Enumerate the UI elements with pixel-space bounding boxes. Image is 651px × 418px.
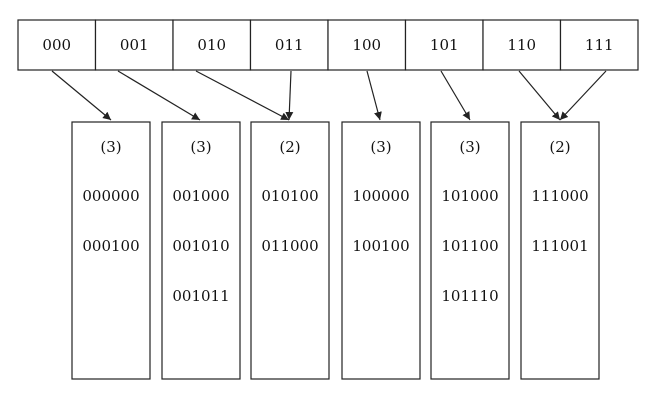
pointer-arrow: [195, 70, 290, 121]
bucket-entry: 100000: [352, 187, 409, 205]
directory-cell-box: [482, 19, 562, 71]
directory-cell-label: 010: [197, 36, 226, 54]
pointer-arrow: [117, 70, 201, 121]
directory-cell: 000: [17, 19, 97, 71]
bucket-entry: 000100: [82, 237, 139, 255]
pointer-layer: [51, 70, 607, 121]
bucket-local-depth: (3): [370, 138, 391, 156]
bucket-local-depth: (2): [549, 138, 570, 156]
bucket-box: [341, 121, 421, 380]
bucket-entry: 111001: [531, 237, 588, 255]
directory-cell-label: 110: [507, 36, 536, 54]
bucket-local-depth: (2): [279, 138, 300, 156]
bucket-box: [430, 121, 510, 380]
directory-cell: 101: [404, 19, 484, 71]
bucket-entry: 000000: [82, 187, 139, 205]
pointer-arrow: [559, 70, 607, 121]
bucket-entry: 011000: [261, 237, 318, 255]
bucket: (3) 100000 100100: [341, 121, 421, 380]
bucket-entry: 101100: [441, 237, 498, 255]
directory-cell-box: [559, 19, 639, 71]
bucket-box: [71, 121, 151, 380]
bucket-entry: 001000: [172, 187, 229, 205]
bucket-local-depth: (3): [190, 138, 211, 156]
directory-cell: 111: [559, 19, 639, 71]
pointer-arrow: [440, 70, 471, 121]
directory-cell-label: 000: [42, 36, 71, 54]
bucket-entry: 111000: [531, 187, 588, 205]
directory-cell-box: [404, 19, 484, 71]
bucket-local-depth: (3): [100, 138, 121, 156]
bucket: (3) 101000 101100 101110: [430, 121, 510, 380]
directory-cell-box: [172, 19, 252, 71]
pointer-arrow: [518, 70, 561, 121]
bucket-box: [161, 121, 241, 380]
bucket-local-depth: (3): [459, 138, 480, 156]
bucket-entry: 101000: [441, 187, 498, 205]
directory-cell-label: 100: [352, 36, 381, 54]
bucket-entry: 010100: [261, 187, 318, 205]
bucket: (3) 001000 001010 001011: [161, 121, 241, 380]
directory-cell-label: 111: [585, 36, 614, 54]
directory-cell-label: 101: [430, 36, 459, 54]
bucket: (2) 010100 011000: [250, 121, 330, 380]
directory-cell: 110: [482, 19, 562, 71]
pointer-arrow: [366, 70, 382, 121]
directory-cell: 010: [172, 19, 252, 71]
bucket-entry: 101110: [441, 287, 498, 305]
directory-cell-box: [94, 19, 174, 71]
pointer-arrow: [51, 70, 112, 121]
directory-cell: 001: [94, 19, 174, 71]
directory-cell: 100: [327, 19, 407, 71]
directory: 000 001 010 011 100 101 110 111: [17, 19, 639, 71]
pointer-arrow: [285, 70, 294, 121]
bucket-box: [250, 121, 330, 380]
bucket-entry: 100100: [352, 237, 409, 255]
bucket: (2) 111000 111001: [520, 121, 600, 380]
directory-cell: 011: [249, 19, 329, 71]
directory-cell-label: 001: [120, 36, 149, 54]
bucket-box: [520, 121, 600, 380]
directory-cell-label: 011: [275, 36, 304, 54]
bucket-list: (3) 000000 000100 (3) 001000 001010 001011 (2) 0…: [71, 121, 600, 380]
bucket-entry: 001011: [172, 287, 229, 305]
directory-cell-box: [17, 19, 97, 71]
directory-cell-box: [327, 19, 407, 71]
bucket: (3) 000000 000100: [71, 121, 151, 380]
bucket-entry: 001010: [172, 237, 229, 255]
